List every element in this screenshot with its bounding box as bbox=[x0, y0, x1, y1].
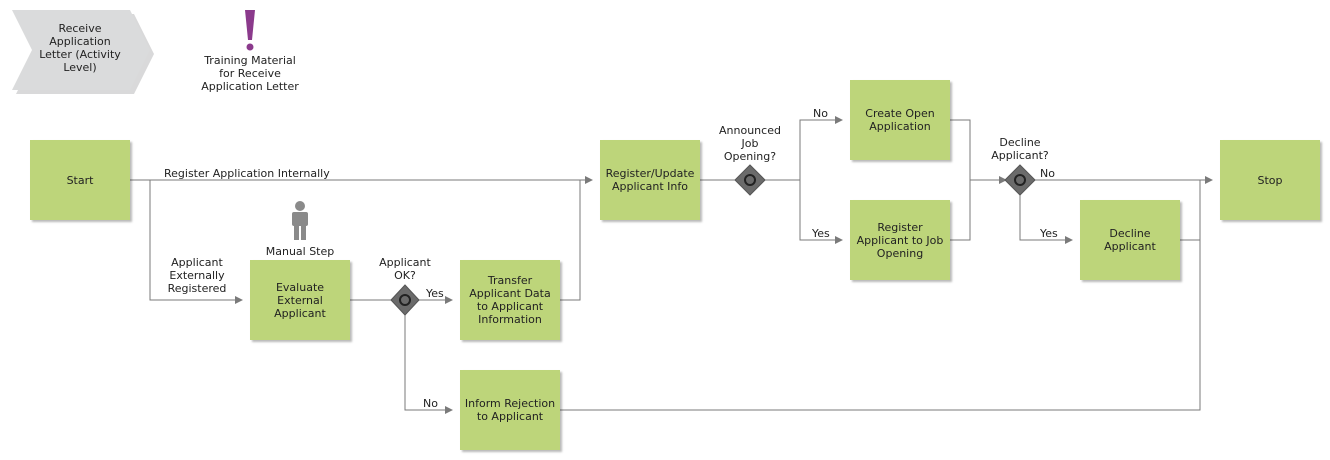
task-inform-rejection[interactable]: Inform Rejection to Applicant bbox=[460, 370, 560, 450]
person-icon bbox=[292, 201, 308, 240]
edge-label-ok-no: No bbox=[423, 397, 438, 410]
gateway-label-decline: Decline Applicant? bbox=[991, 136, 1049, 162]
gateway-applicant-ok[interactable] bbox=[390, 284, 420, 316]
process-interface-label: Receive Application Letter (Activity Lev… bbox=[39, 22, 121, 74]
gateway-label-applicant-ok: Applicant OK? bbox=[379, 256, 431, 282]
stop-event[interactable]: Stop bbox=[1220, 140, 1320, 220]
task-decline-applicant[interactable]: Decline Applicant bbox=[1080, 200, 1180, 280]
edge-label-decline-no: No bbox=[1040, 167, 1055, 180]
task-register-update-applicant-info[interactable]: Register/Update Applicant Info bbox=[600, 140, 700, 220]
information-label: Training Material for Receive Applicatio… bbox=[201, 54, 299, 93]
edge-label-externally-registered: Applicant Externally Registered bbox=[167, 256, 227, 295]
exclamation-icon bbox=[245, 10, 255, 51]
edge-label-announced-no: No bbox=[813, 107, 828, 120]
start-event[interactable]: Start bbox=[30, 140, 130, 220]
connectors bbox=[130, 116, 1213, 414]
gateway-label-announced: Announced Job Opening? bbox=[719, 124, 781, 163]
task-create-open-application[interactable]: Create Open Application bbox=[850, 80, 950, 160]
task-evaluate-external-applicant[interactable]: Evaluate External Applicant bbox=[250, 260, 350, 340]
edge-label-decline-yes: Yes bbox=[1040, 227, 1058, 240]
gateway-decline-applicant[interactable] bbox=[1004, 164, 1036, 196]
edge-label-announced-yes: Yes bbox=[812, 227, 830, 240]
task-register-applicant-to-job[interactable]: Register Applicant to Job Opening bbox=[850, 200, 950, 280]
edge-label-register-internally: Register Application Internally bbox=[164, 167, 330, 180]
gateway-announced-job-opening[interactable] bbox=[734, 164, 766, 196]
role-label: Manual Step bbox=[265, 245, 335, 258]
edge-label-ok-yes: Yes bbox=[426, 287, 444, 300]
task-transfer-applicant-data[interactable]: Transfer Applicant Data to Applicant Inf… bbox=[460, 260, 560, 340]
